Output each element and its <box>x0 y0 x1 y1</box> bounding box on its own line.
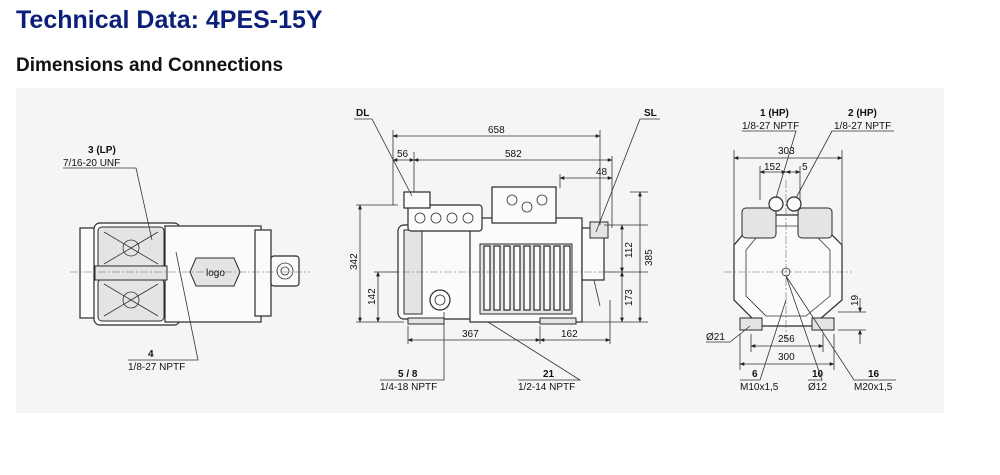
sl-label: SL <box>644 108 657 119</box>
dl-label: DL <box>356 108 369 119</box>
side-view <box>388 186 616 325</box>
dim-56: 56 <box>397 149 409 160</box>
conn-16-spec: M20x1,5 <box>854 382 893 393</box>
conn-10-label: 10 <box>812 369 824 380</box>
section-title: Dimensions and Connections <box>16 55 284 76</box>
dim-152: 152 <box>764 162 781 173</box>
conn-1-spec: 1/8-27 NPTF <box>742 121 799 132</box>
dim-300: 300 <box>778 352 795 363</box>
dim-162: 162 <box>561 329 578 340</box>
dim-256: 256 <box>778 334 795 345</box>
dim-385: 385 <box>644 249 655 266</box>
dim-658: 658 <box>488 125 505 136</box>
conn-3-spec: 7/16-20 UNF <box>63 158 120 169</box>
dim-d21: Ø21 <box>706 332 725 343</box>
conn-2-spec: 1/8-27 NPTF <box>834 121 891 132</box>
dim-112: 112 <box>624 242 635 258</box>
cylinder-head-bottom <box>97 278 165 322</box>
conn-4-label: 4 <box>148 349 154 360</box>
conn-21-label: 21 <box>543 369 555 380</box>
conn-3-label: 3 (LP) <box>88 145 116 156</box>
dim-5: 5 <box>802 162 808 173</box>
conn-58-label: 5 / 8 <box>398 369 418 380</box>
dim-342: 342 <box>349 253 360 270</box>
conn-6-label: 6 <box>752 369 758 380</box>
cylinder-head-top <box>97 226 165 270</box>
page-title: Technical Data: 4PES-15Y <box>16 6 323 34</box>
conn-6-spec: M10x1,5 <box>740 382 779 393</box>
conn-1-label: 1 (HP) <box>760 108 789 119</box>
conn-58-spec: 1/4-18 NPTF <box>380 382 437 393</box>
dim-19: 19 <box>850 294 861 306</box>
cooling-fins <box>479 243 573 315</box>
conn-2-label: 2 (HP) <box>848 108 877 119</box>
conn-10-spec: Ø12 <box>808 382 827 393</box>
end-view <box>724 180 852 340</box>
conn-21-spec: 1/2-14 NPTF <box>518 382 575 393</box>
dim-142: 142 <box>367 288 378 305</box>
dim-48: 48 <box>596 167 608 178</box>
conn-4-spec: 1/8-27 NPTF <box>128 362 185 373</box>
dim-367: 367 <box>462 329 479 340</box>
svg-text:logo: logo <box>206 268 225 279</box>
dim-173: 173 <box>624 289 635 306</box>
top-view: logo <box>70 222 310 326</box>
dim-582: 582 <box>505 149 522 160</box>
conn-16-label: 16 <box>868 369 880 380</box>
side-dimensions <box>356 130 648 344</box>
dim-303: 303 <box>778 146 795 157</box>
